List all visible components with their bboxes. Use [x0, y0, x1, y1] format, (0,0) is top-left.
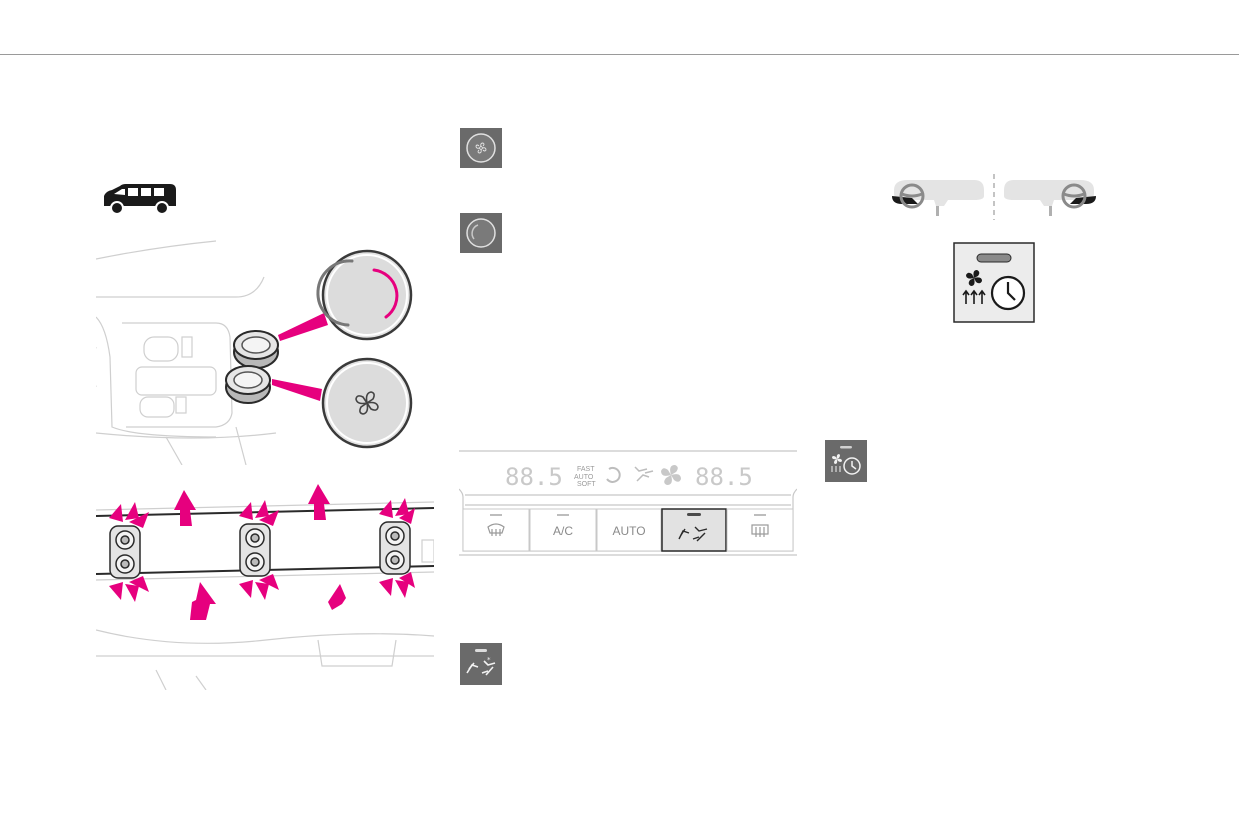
rear-vent-left [109, 525, 141, 579]
ventilation-timer-button[interactable] [953, 242, 1035, 323]
right-temperature-display: 88.5 [695, 463, 753, 491]
fan-knob-callout [321, 357, 413, 449]
temperature-knob[interactable] [233, 330, 279, 369]
recirculation-icon [606, 466, 621, 483]
rear-demist-button[interactable] [726, 508, 794, 552]
front-defrost-icon [487, 523, 505, 536]
ac-button-label: A/C [553, 524, 573, 538]
rear-air-distribution-icon: * [460, 643, 502, 685]
auto-button[interactable]: AUTO [596, 508, 662, 552]
front-demist-button[interactable] [462, 508, 530, 552]
fan-timer-icon [825, 440, 867, 482]
mode-soft-label: SOFT [577, 481, 596, 488]
svg-text:*: * [487, 656, 491, 664]
air-distribution-icon [634, 466, 654, 482]
steering-position-illustration [892, 174, 1096, 220]
fan-icon [355, 391, 379, 415]
rear-vent-center [239, 523, 271, 577]
fan-timer-icon [962, 270, 1026, 311]
fan-speed-icon [661, 465, 681, 485]
rear-air-distribution-icon [678, 526, 708, 542]
rear-vent-right [379, 521, 411, 575]
temperature-knob-callout [316, 249, 413, 341]
top-rule [0, 54, 1239, 55]
fan-knob-icon [460, 128, 502, 168]
rear-air-button[interactable] [661, 508, 727, 552]
dashboard-knobs-illustration [96, 240, 413, 465]
right-hand-drive-dashboard [1004, 180, 1096, 216]
temperature-knob-icon [460, 213, 502, 253]
rear-vents-airflow-illustration [96, 484, 434, 690]
rear-defrost-icon [751, 524, 769, 537]
fan-knob[interactable] [225, 365, 271, 404]
ac-button[interactable]: A/C [529, 508, 597, 552]
climate-control-panel: 88.5 FAST AUTO SOFT 88.5 A/C AUTO [459, 450, 797, 556]
left-temperature-display: 88.5 [505, 463, 563, 491]
mode-fast-label: FAST [577, 466, 595, 473]
auto-button-label: AUTO [612, 524, 645, 538]
van-icon [104, 184, 176, 215]
mode-auto-label: AUTO [574, 474, 594, 481]
left-hand-drive-dashboard [892, 180, 984, 216]
airflow-arrows [109, 484, 415, 620]
